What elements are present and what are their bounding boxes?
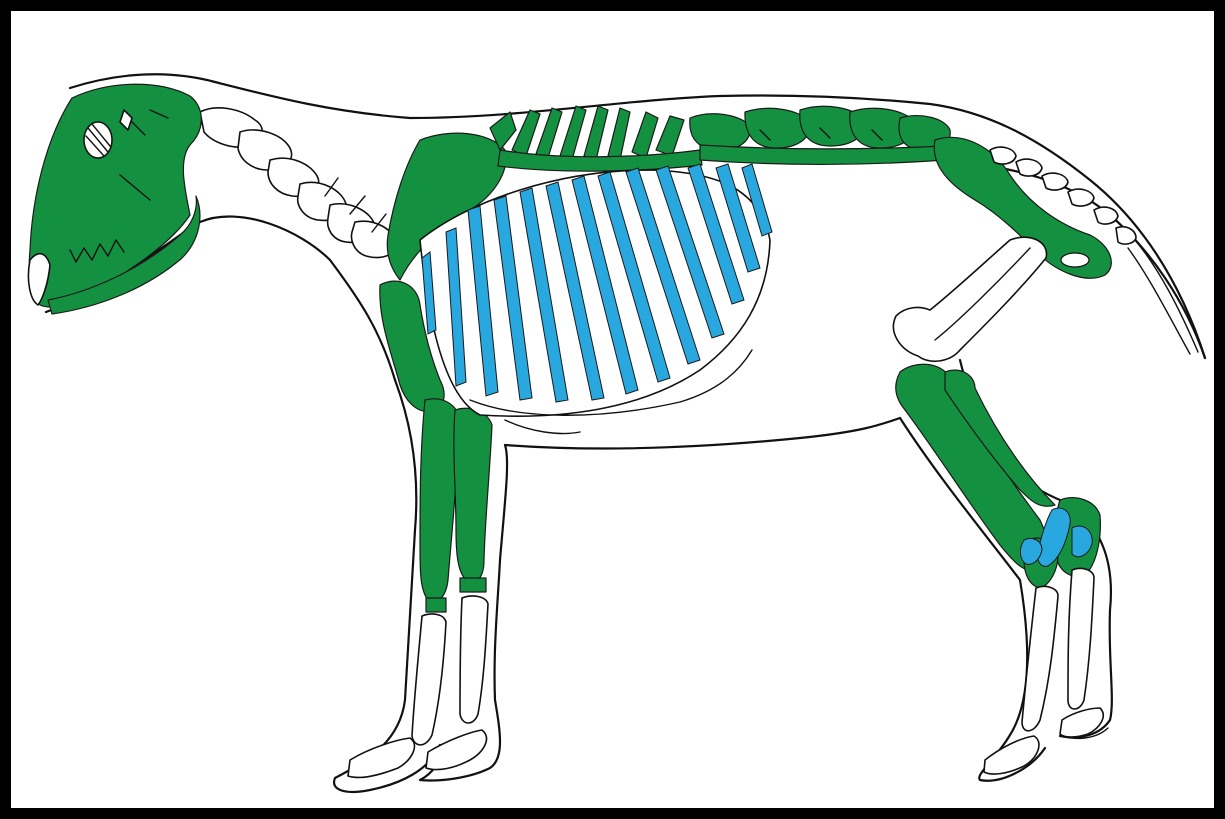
skull bbox=[28, 84, 201, 314]
hindlimb bbox=[893, 237, 1103, 774]
thoracic-vertebrae bbox=[490, 106, 702, 171]
obturator-foramen bbox=[1061, 253, 1089, 267]
lumbar-vertebrae bbox=[690, 106, 950, 164]
